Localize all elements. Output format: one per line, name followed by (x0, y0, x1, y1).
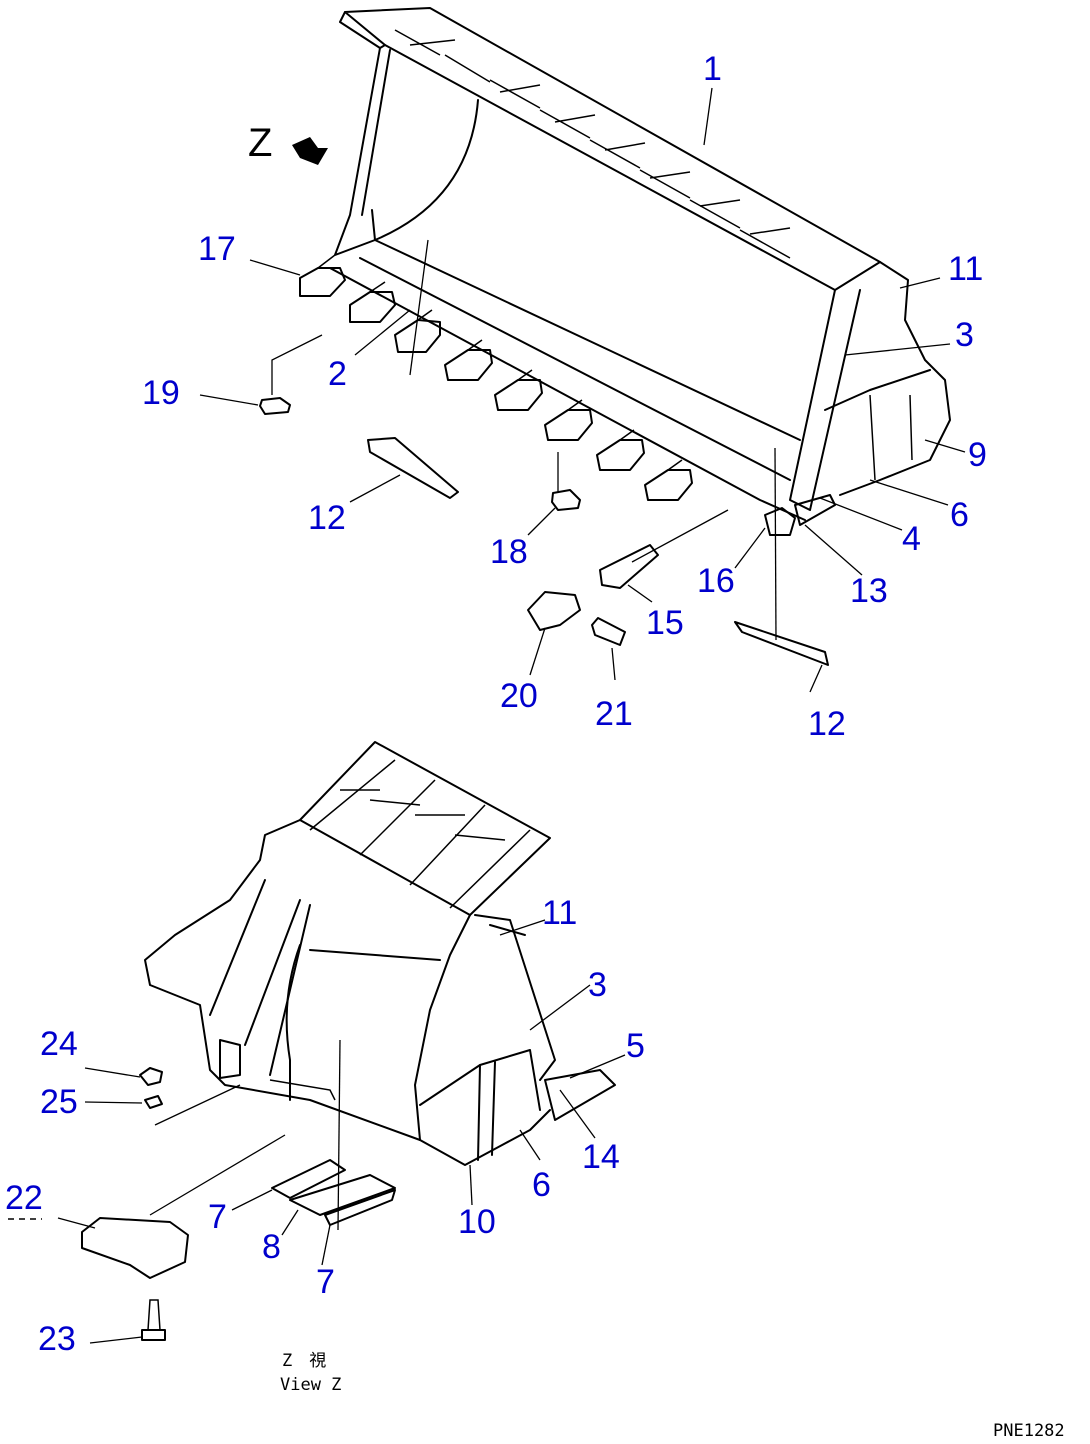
callout-1: 1 (703, 50, 722, 88)
callout-8: 8 (262, 1228, 281, 1266)
callout-9: 9 (968, 436, 987, 474)
loose-parts-upper (259, 239, 829, 666)
callout-17: 17 (198, 230, 236, 268)
callout-24: 24 (40, 1025, 78, 1063)
view-direction-letter: Z (248, 121, 272, 165)
callout-15: 15 (646, 604, 684, 642)
leader-lines-lower (8, 919, 626, 1344)
callout-20: 20 (500, 677, 538, 715)
callout-11-lower: 11 (542, 894, 577, 932)
callout-3-lower: 3 (588, 966, 607, 1004)
bucket-upper (299, 7, 951, 536)
leader-lines-upper (199, 87, 966, 693)
callout-19: 19 (142, 374, 180, 412)
view-direction-arrow: Z (248, 121, 328, 165)
callout-11-upper: 11 (948, 250, 983, 288)
callout-18: 18 (490, 533, 528, 571)
callout-21: 21 (595, 695, 633, 733)
callout-10: 10 (458, 1203, 496, 1241)
callout-labels: 1 11 3 9 6 4 13 16 15 12 12 18 20 21 17 … (5, 50, 987, 1358)
callout-22: 22 (5, 1179, 43, 1217)
drawing-code: PNE1282 (993, 1421, 1065, 1441)
callout-13: 13 (850, 572, 888, 610)
loose-parts-lower (81, 1039, 396, 1341)
callout-16: 16 (697, 562, 735, 600)
callout-2: 2 (328, 355, 347, 393)
callout-14: 14 (582, 1138, 620, 1176)
callout-3-upper: 3 (955, 316, 974, 354)
callout-7-upper: 7 (208, 1198, 227, 1236)
callout-25: 25 (40, 1083, 78, 1121)
view-caption-en: View Z (280, 1375, 341, 1395)
callout-23: 23 (38, 1320, 76, 1358)
bucket-lower (144, 741, 616, 1166)
callout-5: 5 (626, 1027, 645, 1065)
callout-12-right: 12 (808, 705, 846, 743)
callout-6-upper: 6 (950, 496, 969, 534)
callout-12-left: 12 (308, 499, 346, 537)
callout-6-lower: 6 (532, 1166, 551, 1204)
view-caption-jp: Z 視 (282, 1351, 326, 1371)
callout-4: 4 (902, 520, 921, 558)
callout-7-lower: 7 (316, 1263, 335, 1301)
